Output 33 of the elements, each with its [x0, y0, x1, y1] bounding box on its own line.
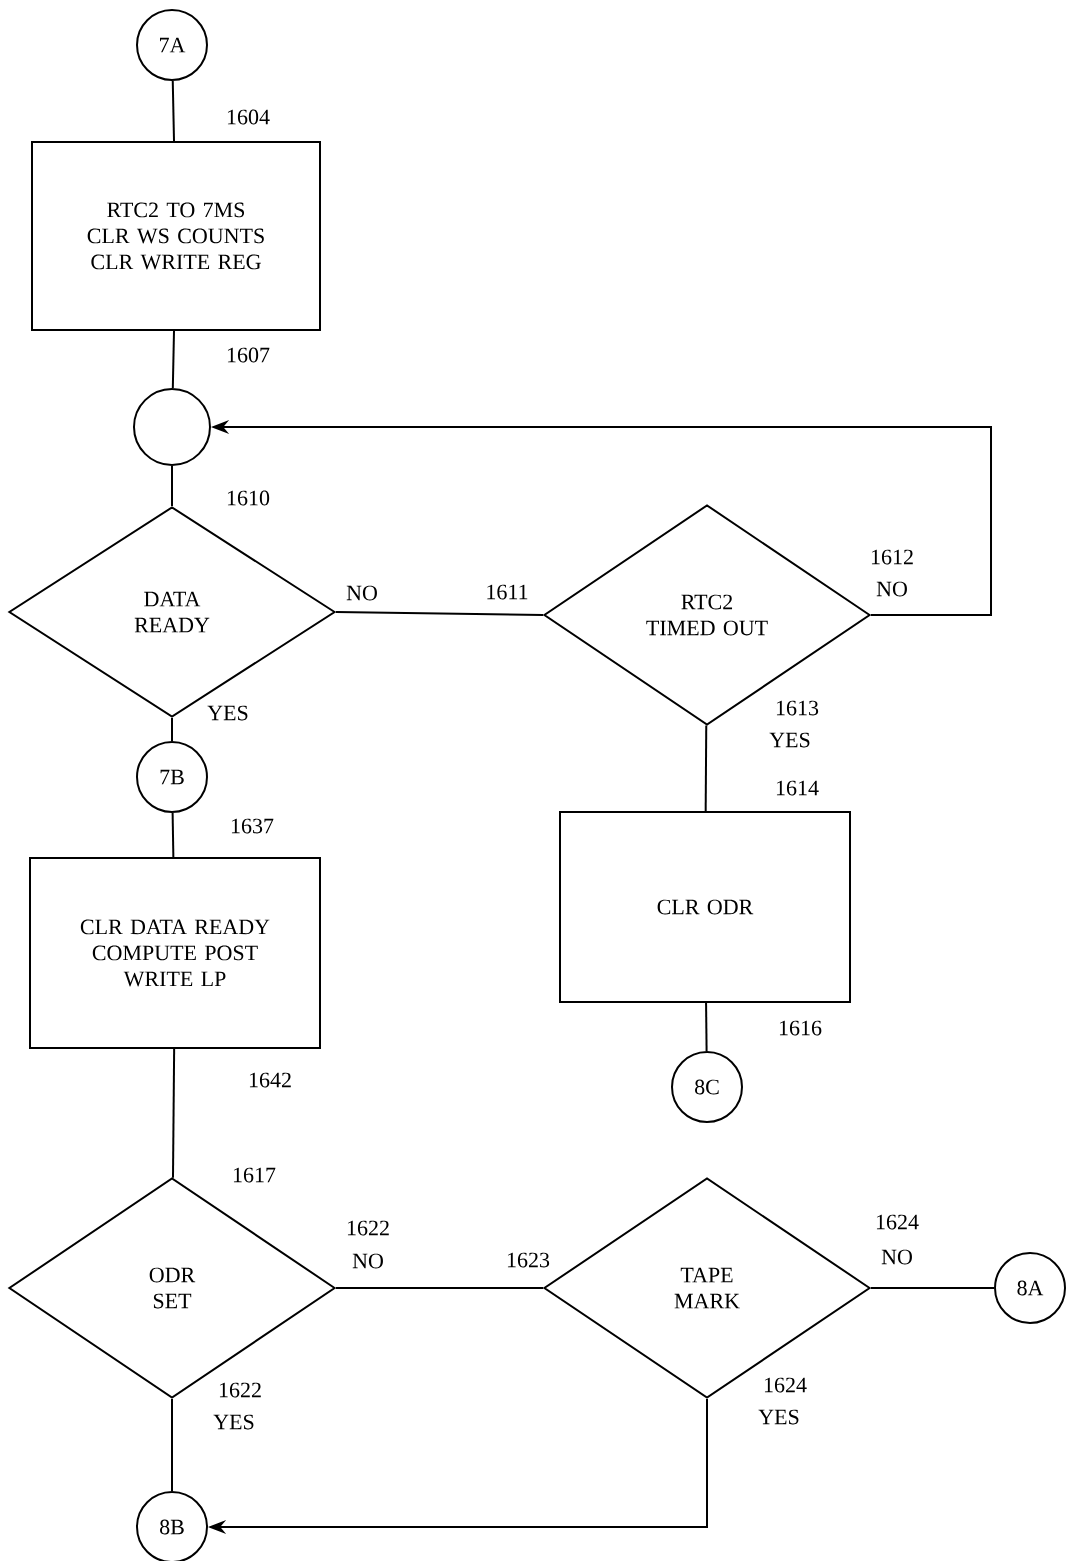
step-number: 1611	[487, 584, 528, 600]
step-number: 1622	[219, 1382, 261, 1398]
connector-line	[704, 724, 708, 812]
step-number: 1604	[227, 109, 270, 125]
process-box: RTC2 TO 7MS CLR WS COUNTS CLR WRITE REG	[31, 141, 321, 331]
branch-label: YES	[213, 1414, 254, 1430]
connector-line	[705, 1002, 708, 1052]
process-box: CLR ODR	[559, 811, 851, 1003]
connector-line	[171, 80, 175, 142]
connector-line	[171, 465, 173, 507]
step-number: 1642	[249, 1072, 291, 1088]
branch-label: NO	[352, 1253, 383, 1269]
branch-label: YES	[207, 705, 248, 721]
connector-line	[171, 812, 175, 858]
step-number: 1614	[776, 780, 819, 796]
branch-label: NO	[876, 581, 907, 597]
connector-circle	[133, 388, 211, 466]
connector-line	[335, 1287, 544, 1289]
process-box: CLR DATA READY COMPUTE POST WRITE LP	[29, 857, 321, 1049]
branch-label: YES	[769, 732, 810, 748]
step-number: 1610	[227, 490, 270, 506]
step-number: 1624	[764, 1377, 807, 1393]
step-number: 1616	[779, 1020, 822, 1036]
step-number: 1607	[227, 347, 270, 363]
connector-line	[172, 1048, 176, 1179]
connector-line	[171, 1398, 173, 1492]
step-number: 1613	[776, 700, 819, 716]
connector-line	[870, 1287, 995, 1289]
connector-line	[171, 330, 175, 389]
step-number: 1637	[231, 818, 274, 834]
connector-line	[171, 717, 173, 742]
branch-label: NO	[346, 585, 377, 601]
connector-line	[335, 611, 544, 616]
